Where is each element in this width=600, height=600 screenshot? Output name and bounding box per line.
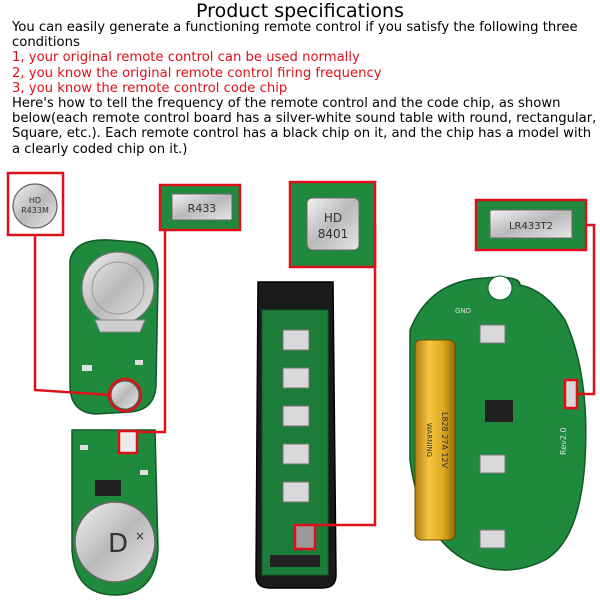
- svg-text:WARNING: WARNING: [425, 423, 433, 457]
- remote-board-1: [69, 239, 159, 415]
- explanation-text: Here's how to tell the frequency of the …: [12, 96, 597, 157]
- rect-resonator-2-label: LR433T2: [509, 221, 553, 232]
- zoom-rect-resonator-2: LR433T2: [474, 198, 596, 396]
- coin-battery: [81, 251, 155, 325]
- code-chip: [95, 480, 121, 496]
- zoom-rect-resonator-1: R433: [137, 183, 242, 434]
- zoom-round-resonator: HD R433M: [6, 171, 112, 397]
- remote-board-2: D ×: [71, 429, 159, 596]
- svg-text:×: ×: [135, 529, 145, 543]
- remote-board-4: L828 27A 12V WARNING Rev2.0 GND: [409, 275, 587, 571]
- battery-holder: [74, 501, 156, 583]
- rect-resonator-1: [117, 429, 139, 455]
- page-title: Product specifications: [196, 0, 404, 22]
- description-block: You can easily generate a functioning re…: [12, 20, 597, 157]
- svg-text:GND: GND: [455, 307, 471, 315]
- zoom-square-resonator: HD 8401: [288, 180, 377, 527]
- svg-text:D: D: [108, 529, 128, 559]
- rect-resonator-1-label: R433: [188, 202, 217, 215]
- svg-text:R433M: R433M: [21, 206, 49, 215]
- condition-1: 1, your original remote control can be u…: [12, 50, 360, 66]
- square-resonator: [293, 523, 317, 551]
- svg-text:L828 27A 12V: L828 27A 12V: [440, 412, 449, 469]
- aa-battery: [414, 339, 456, 541]
- tact-buttons: [282, 329, 310, 503]
- condition-3: 3, you know the remote control code chip: [12, 80, 288, 96]
- rect-resonator-2: [563, 378, 579, 410]
- round-resonator: [110, 380, 140, 410]
- svg-text:8401: 8401: [318, 227, 349, 241]
- condition-2: 2, you know the original remote control …: [12, 65, 382, 81]
- remote-boards-figure: HD R433M D × R433: [6, 171, 596, 596]
- remote-board-3: [255, 281, 337, 589]
- svg-text:Rev2.0: Rev2.0: [559, 427, 568, 455]
- square-resonator-label: HD: [324, 211, 342, 225]
- intro-text: You can easily generate a functioning re…: [12, 20, 578, 51]
- round-resonator-label: HD: [29, 196, 41, 205]
- code-chip-2: [485, 400, 513, 422]
